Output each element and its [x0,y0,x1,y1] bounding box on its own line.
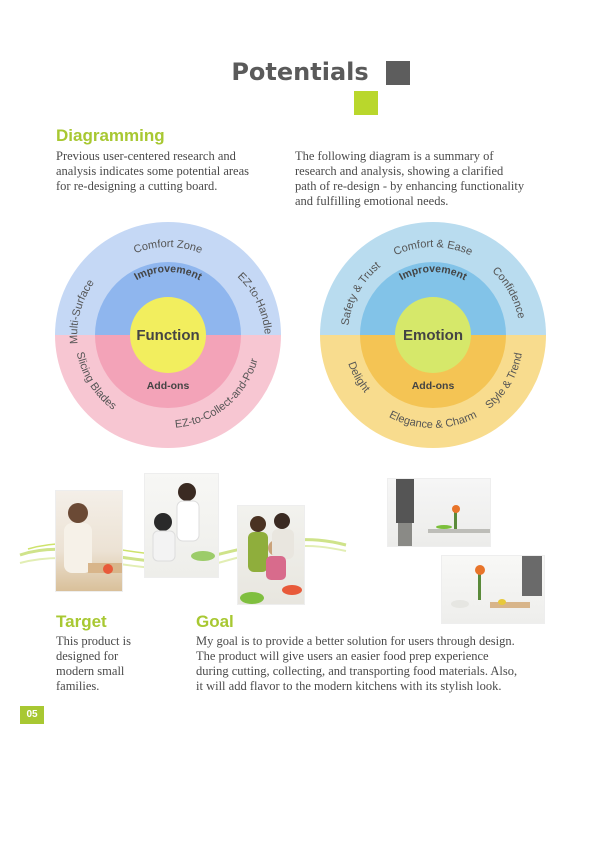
emotion-diagram: Comfort & Ease Safety & Trust Confidence… [320,222,546,448]
emotion-core [395,297,471,373]
function-core-label: Function [136,327,199,344]
function-core [130,297,206,373]
function-diagram: Comfort Zone Multi-Surface EZ-to-Handle … [55,222,281,448]
page-title: Potentials [231,58,369,86]
photo-hands-cutting [441,555,545,624]
target-heading: Target [56,612,107,631]
emotion-core-label: Emotion [403,327,463,344]
photo-woman-cutting [55,490,123,592]
photo-family-kitchen [237,505,305,605]
goal-heading: Goal [196,612,234,631]
decor-square-green [354,91,378,115]
target-text: This product is designed for modern smal… [56,634,131,693]
diagramming-right-text: The following diagram is a summary of re… [295,149,525,208]
page-number-badge: 05 [20,706,44,724]
goal-text: My goal is to provide a better solution … [196,634,518,693]
photo-person-counter [387,478,491,547]
svg-text:Comfort Zone: Comfort Zone [132,238,204,256]
emotion-inner-bottom-label: Add-ons [412,380,455,392]
diagramming-heading: Diagramming [56,126,165,145]
function-inner-bottom-label: Add-ons [147,380,190,392]
photo-mother-child [144,473,219,578]
decor-square-gray [386,61,410,85]
function-label-top: Comfort Zone [132,238,204,256]
diagramming-left-text: Previous user-centered research and anal… [56,149,249,193]
